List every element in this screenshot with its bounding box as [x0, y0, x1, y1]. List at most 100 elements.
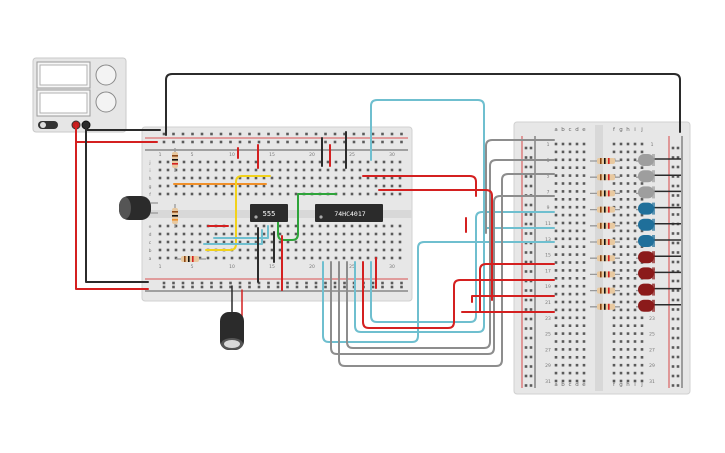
hole[interactable] [612, 166, 616, 169]
hole[interactable] [575, 229, 579, 233]
hole[interactable] [262, 168, 266, 172]
hole[interactable] [626, 174, 630, 177]
rail-hole[interactable] [671, 298, 675, 302]
hole[interactable] [390, 224, 394, 228]
hole[interactable] [214, 256, 218, 260]
rail-hole[interactable] [676, 374, 680, 378]
hole[interactable] [334, 248, 338, 252]
rail-hole[interactable] [676, 213, 680, 216]
hole[interactable] [626, 213, 630, 217]
hole[interactable] [575, 198, 579, 201]
hole[interactable] [554, 371, 558, 375]
hole[interactable] [561, 182, 565, 185]
hole[interactable] [198, 176, 202, 180]
hole[interactable] [198, 232, 202, 236]
hole[interactable] [390, 176, 394, 180]
hole[interactable] [262, 232, 266, 236]
hole[interactable] [270, 224, 274, 228]
hole[interactable] [254, 168, 258, 172]
hole[interactable] [278, 160, 282, 164]
hole[interactable] [568, 340, 572, 343]
hole[interactable] [230, 240, 234, 244]
hole[interactable] [350, 256, 354, 260]
hole[interactable] [350, 168, 354, 172]
hole[interactable] [575, 308, 579, 312]
hole[interactable] [582, 190, 586, 193]
hole[interactable] [575, 158, 579, 162]
hole[interactable] [230, 168, 234, 172]
hole[interactable] [626, 379, 630, 383]
hole[interactable] [222, 192, 226, 196]
hole[interactable] [374, 160, 378, 164]
hole[interactable] [575, 253, 579, 256]
rail-hole[interactable] [276, 285, 280, 289]
rail-hole[interactable] [305, 281, 308, 285]
hole[interactable] [342, 176, 346, 180]
hole[interactable] [619, 142, 623, 146]
hole[interactable] [398, 184, 402, 188]
hole[interactable] [366, 184, 370, 188]
rail-hole[interactable] [529, 165, 533, 169]
rail-hole[interactable] [229, 281, 232, 285]
hole[interactable] [174, 256, 178, 260]
hole[interactable] [350, 176, 354, 180]
hole[interactable] [612, 213, 616, 217]
rail-hole[interactable] [314, 132, 318, 136]
rail-hole[interactable] [162, 132, 166, 136]
hole[interactable] [626, 292, 630, 296]
hole[interactable] [640, 379, 644, 383]
hole[interactable] [358, 176, 362, 180]
hole[interactable] [640, 348, 644, 351]
hole[interactable] [350, 224, 354, 228]
hole[interactable] [174, 232, 178, 236]
hole[interactable] [554, 356, 558, 359]
rail-hole[interactable] [286, 132, 289, 136]
hole[interactable] [554, 363, 558, 367]
hole[interactable] [286, 256, 290, 260]
hole[interactable] [366, 248, 370, 252]
wire-gray-loop-1[interactable] [330, 195, 555, 355]
hole[interactable] [278, 192, 282, 196]
hole[interactable] [190, 176, 194, 180]
hole[interactable] [568, 245, 572, 248]
current-knob-icon[interactable] [95, 91, 117, 113]
hole[interactable] [302, 184, 306, 188]
hole[interactable] [640, 245, 644, 248]
hole[interactable] [575, 174, 579, 177]
hole[interactable] [582, 324, 586, 327]
hole[interactable] [554, 221, 558, 225]
hole[interactable] [318, 168, 322, 172]
hole[interactable] [326, 224, 330, 228]
rail-hole[interactable] [524, 203, 528, 207]
hole[interactable] [619, 221, 623, 225]
hole[interactable] [612, 142, 616, 146]
hole[interactable] [238, 160, 242, 164]
hole[interactable] [568, 348, 572, 351]
hole[interactable] [278, 184, 282, 188]
hole[interactable] [568, 371, 572, 375]
hole[interactable] [214, 176, 218, 180]
hole[interactable] [626, 316, 630, 320]
rail-hole[interactable] [352, 140, 356, 144]
hole[interactable] [633, 229, 637, 233]
hole[interactable] [374, 224, 378, 228]
hole[interactable] [342, 160, 346, 164]
hole[interactable] [262, 176, 266, 180]
rail-hole[interactable] [257, 132, 261, 136]
hole[interactable] [294, 240, 298, 244]
hole[interactable] [619, 229, 623, 233]
hole[interactable] [302, 256, 306, 260]
hole[interactable] [310, 168, 314, 172]
hole[interactable] [246, 168, 250, 172]
hole[interactable] [190, 192, 194, 196]
hole[interactable] [561, 213, 565, 217]
hole[interactable] [554, 142, 558, 146]
hole[interactable] [246, 232, 250, 236]
ic-555[interactable]: 555 [250, 204, 288, 222]
hole[interactable] [398, 168, 402, 172]
hole[interactable] [334, 184, 338, 188]
led-icon[interactable] [638, 235, 654, 247]
hole[interactable] [382, 248, 386, 252]
rail-hole[interactable] [676, 298, 680, 302]
